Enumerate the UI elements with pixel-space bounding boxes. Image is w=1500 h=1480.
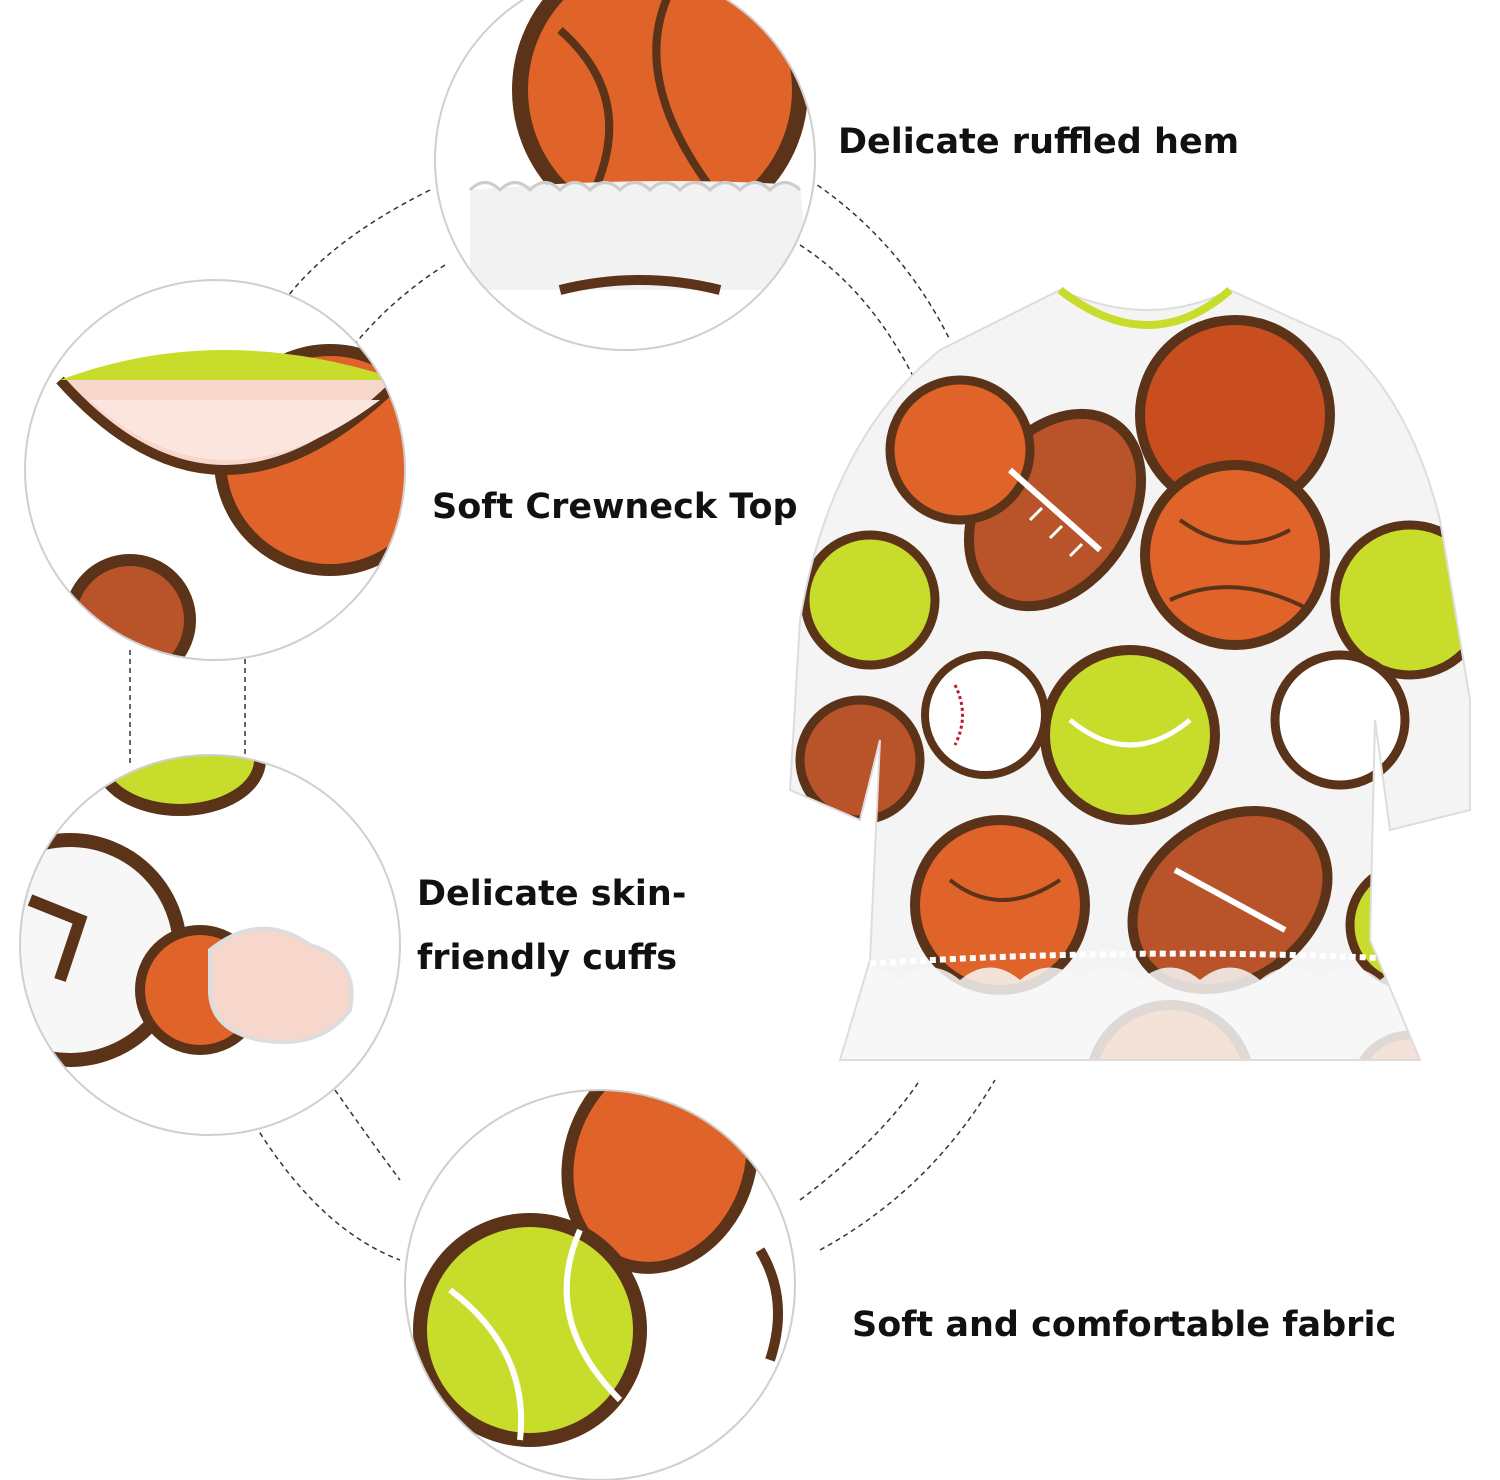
detail-circle-fabric xyxy=(404,1089,796,1480)
connector-lines xyxy=(129,179,996,1261)
detail-circle-cuffs xyxy=(19,754,401,1136)
detail-circle-neck xyxy=(24,279,406,661)
dress-illustration xyxy=(788,286,1471,1061)
feature-label-fabric: Soft and comfortable fabric xyxy=(852,1305,1397,1345)
feature-label-neck: Soft Crewneck Top xyxy=(432,487,798,527)
feature-label-cuffs: Delicate skin-friendly cuffs xyxy=(417,874,687,978)
detail-circle-hem xyxy=(434,0,816,351)
feature-label-hem: Delicate ruffled hem xyxy=(838,122,1240,162)
